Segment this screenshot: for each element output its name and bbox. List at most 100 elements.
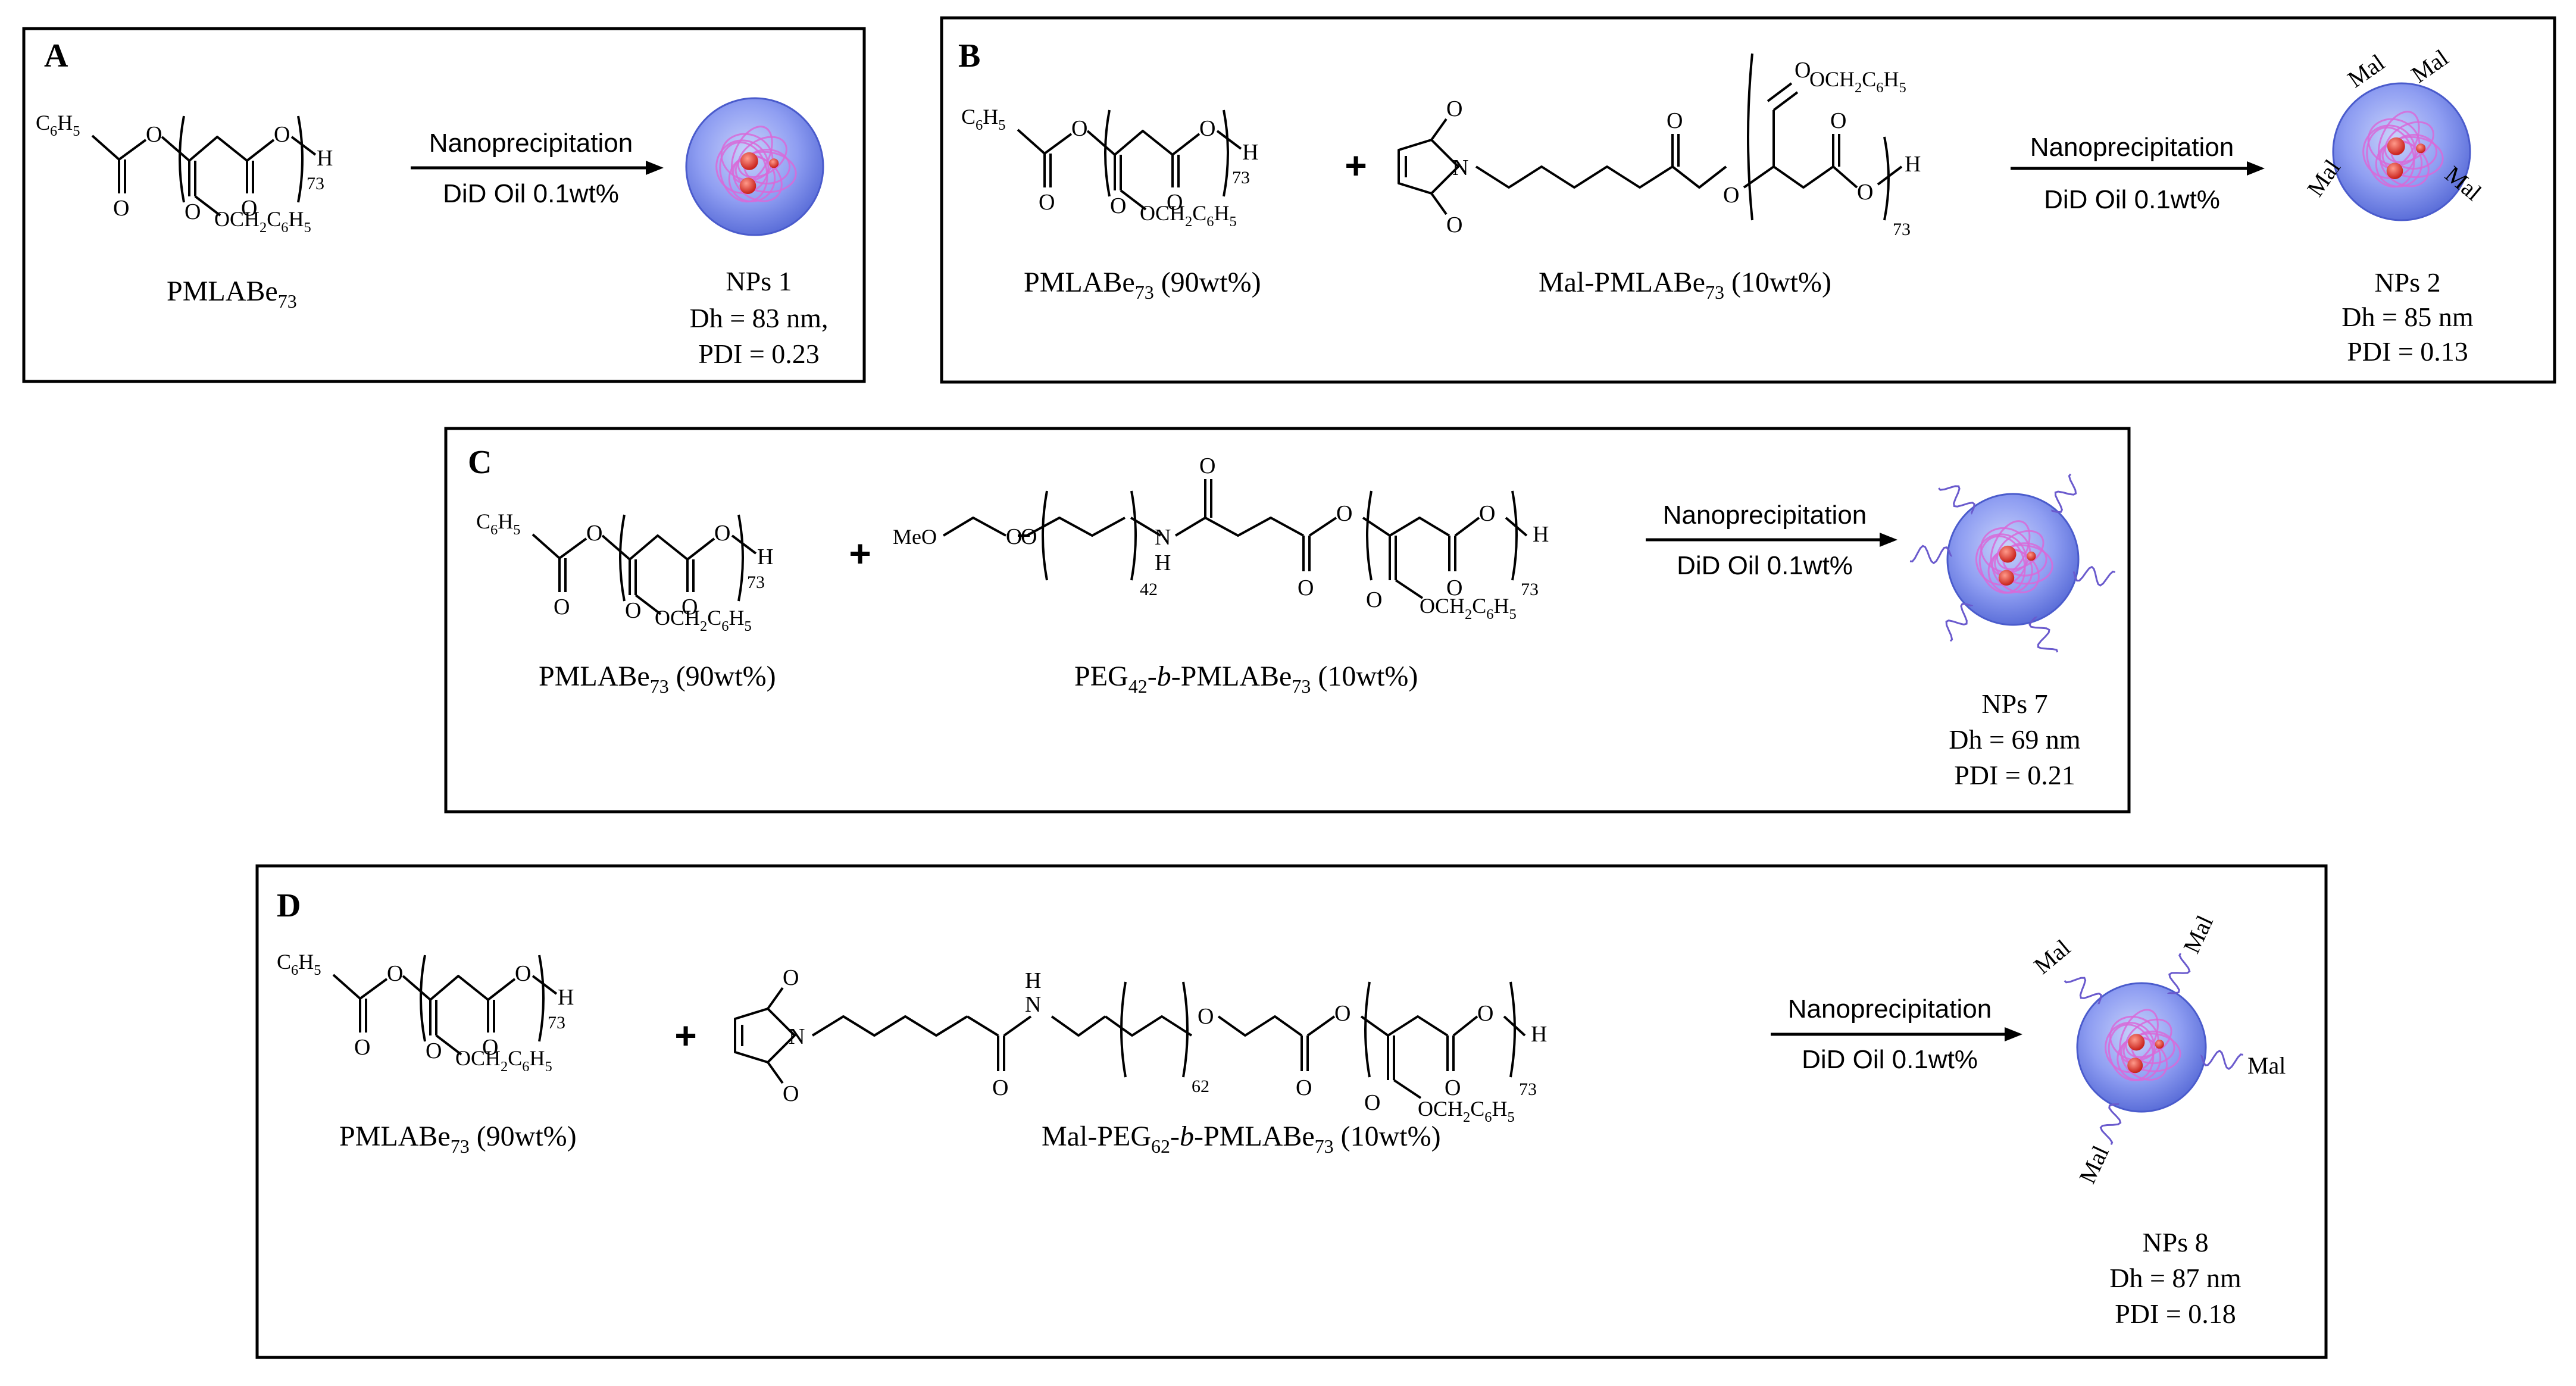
- bond: [1772, 91, 1799, 111]
- atom-label: O: [1071, 116, 1087, 141]
- maleimide-label: Mal: [2178, 911, 2218, 957]
- atom-label: O: [146, 122, 162, 147]
- panel-d-polymer2-label: Mal-PEG62-b-PMLABe73 (10wt%): [1042, 1121, 1441, 1157]
- panel-c-nanoparticle: [1909, 473, 2116, 653]
- did-dye-dot: [2386, 162, 2403, 180]
- formula-label: C6H5: [36, 111, 80, 139]
- panel-a-arrow: Nanoprecipitation DiD Oil 0.1wt%: [411, 129, 664, 208]
- bond: [1306, 1015, 1336, 1037]
- bond: [634, 594, 662, 615]
- bond: [332, 974, 388, 1000]
- atom-label: O: [387, 961, 403, 986]
- bond: [1511, 490, 1518, 581]
- bond: [538, 955, 545, 1042]
- panel-c-np-name: NPs 7: [1981, 689, 2047, 719]
- panel-d-dh: Dh = 87 nm: [2109, 1263, 2242, 1293]
- bond: [297, 115, 304, 203]
- atom-label: O: [783, 1081, 799, 1106]
- panel-b-arrow: Nanoprecipitation DiD Oil 0.1wt%: [2011, 133, 2265, 214]
- did-dye-dot: [740, 152, 758, 170]
- bond: [1104, 109, 1111, 197]
- bond: [1362, 517, 1450, 537]
- did-dye-dot: [2027, 551, 2036, 561]
- did-dye-dot: [2416, 143, 2426, 154]
- atom-label: N: [1452, 155, 1468, 180]
- atom-label: N: [789, 1024, 805, 1049]
- bond: [1360, 1015, 1449, 1037]
- atom-label: O: [1021, 524, 1037, 549]
- panel-c-arrow: Nanoprecipitation DiD Oil 0.1wt%: [1646, 500, 1897, 580]
- panel-b-border: [940, 16, 2556, 384]
- panel-d-arrow-top: Nanoprecipitation: [1788, 994, 1992, 1024]
- atom-label: O: [426, 1038, 442, 1063]
- atom-label: H: [1155, 550, 1171, 575]
- atom-label: 42: [1140, 580, 1158, 599]
- atom-label: O: [1198, 1004, 1214, 1029]
- atom-label: O: [992, 1075, 1008, 1100]
- bond: [1832, 165, 1858, 189]
- panel-a-pdi: PDI = 0.23: [698, 339, 820, 369]
- bond: [966, 1015, 999, 1037]
- atom-label: O: [185, 199, 201, 224]
- atom-label: O: [783, 965, 799, 990]
- atom-label: 73: [747, 572, 765, 592]
- bond: [1120, 981, 1127, 1078]
- panel-d-arrow: Nanoprecipitation DiD Oil 0.1wt%: [1771, 994, 2022, 1074]
- atom-label: O: [1477, 1001, 1493, 1026]
- polymer-coil: [1994, 544, 2053, 585]
- panel-c-pdi: PDI = 0.21: [1954, 760, 2075, 790]
- bond: [1120, 189, 1147, 211]
- atom-label: 73: [307, 174, 324, 193]
- bond: [1051, 1015, 1106, 1037]
- peg-chain: [1909, 545, 1952, 565]
- peg-chain: [2028, 616, 2059, 653]
- bond: [246, 139, 275, 162]
- bond: [1883, 136, 1890, 221]
- bond: [601, 534, 689, 561]
- panel-a-polymer-label: PMLABe73: [167, 276, 297, 312]
- polymer-coil: [2381, 136, 2444, 179]
- panel-b-dh: Dh = 85 nm: [2341, 302, 2474, 332]
- bond: [1430, 192, 1448, 215]
- atom-label: H: [558, 985, 574, 1010]
- panel-d-pdi: PDI = 0.18: [2115, 1299, 2236, 1329]
- panel-b-pdi: PDI = 0.13: [2347, 336, 2468, 367]
- peg-chain: [2167, 953, 2191, 994]
- atom-label: O: [586, 521, 602, 546]
- atom-label: O: [1446, 575, 1462, 600]
- panel-a-letter: A: [44, 37, 68, 74]
- atom-label: O: [1110, 193, 1126, 218]
- panel-b-arrow-top: Nanoprecipitation: [2030, 133, 2234, 162]
- panel-c-letter: C: [468, 444, 492, 481]
- did-dye-dot: [739, 177, 756, 195]
- bond: [1026, 517, 1126, 537]
- atom-label: H: [317, 146, 333, 171]
- formula-label: OCH2C6H5: [1140, 201, 1237, 230]
- did-dye-dot: [1999, 545, 2017, 563]
- atom-label: O: [1446, 96, 1462, 121]
- formula-label: OCH2C6H5: [1809, 67, 1906, 96]
- polymer-coil: [1990, 520, 2031, 576]
- atom-label: O: [1795, 58, 1811, 83]
- maleimide-label: Mal: [2074, 1141, 2114, 1187]
- bond: [1452, 1015, 1478, 1037]
- bond: [1130, 517, 1162, 537]
- bond: [1223, 109, 1229, 197]
- bond: [734, 1008, 796, 1063]
- peg-chain: [1938, 485, 1975, 515]
- did-dye-dot: [2128, 1034, 2145, 1051]
- panel-d-arrow-bottom: DiD Oil 0.1wt%: [1802, 1045, 1978, 1074]
- panel-b-arrow-bottom: DiD Oil 0.1wt%: [2044, 185, 2220, 214]
- bond: [1398, 139, 1459, 195]
- atom-label: 73: [1521, 580, 1539, 599]
- panel-a-dh: Dh = 83 nm,: [690, 303, 829, 333]
